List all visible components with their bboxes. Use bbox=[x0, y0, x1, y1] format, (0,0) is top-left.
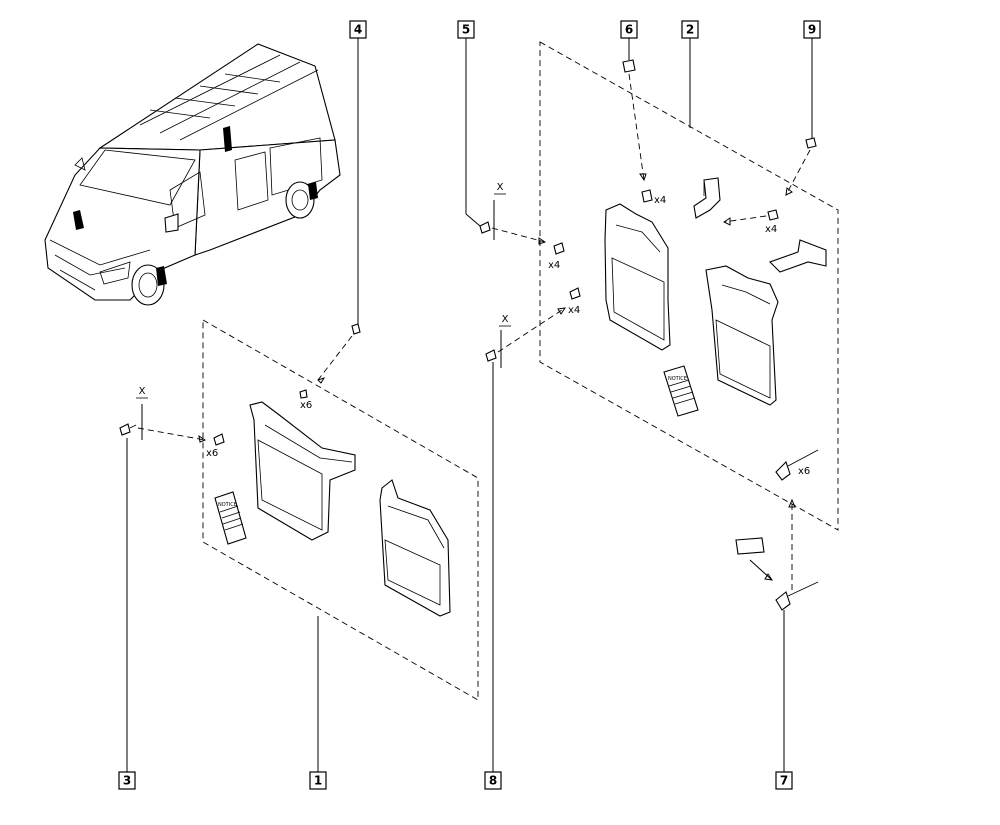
callout-6: 6 bbox=[620, 20, 638, 39]
front-screw-assembly: X bbox=[119, 386, 207, 443]
callout-label-6: 6 bbox=[625, 23, 633, 37]
rivet-part bbox=[775, 591, 791, 611]
callout-4: 4 bbox=[349, 20, 367, 39]
front-nut bbox=[317, 323, 361, 384]
front-screw-small bbox=[213, 433, 225, 446]
callout-leaders bbox=[126, 38, 813, 772]
callout-label-5: 5 bbox=[462, 23, 470, 37]
rear-mudflap-kit: x4 X x4 X x4 bbox=[479, 41, 839, 531]
rear-screw-lower-small bbox=[569, 287, 581, 300]
rear-mudflap-right bbox=[705, 265, 779, 406]
rear-screw-upper-assembly: X bbox=[479, 182, 547, 245]
callout-label-8: 8 bbox=[489, 774, 497, 788]
front-notice-label: NOTICE bbox=[218, 502, 237, 508]
rear-bracket-right bbox=[768, 239, 827, 273]
rear-clip bbox=[622, 59, 647, 182]
callout-7: 7 bbox=[775, 771, 793, 790]
rear-bracket-leader bbox=[723, 215, 767, 223]
rear-nuts-qty: x4 bbox=[765, 224, 777, 235]
rear-mudflap-left bbox=[604, 203, 671, 351]
callout-5: 5 bbox=[457, 20, 475, 39]
callout-2: 2 bbox=[681, 20, 699, 39]
front-kit-outline bbox=[202, 319, 479, 701]
screw-5-axis-label: X bbox=[497, 182, 504, 193]
front-mudflap-left bbox=[249, 401, 356, 541]
callout-label-3: 3 bbox=[123, 774, 131, 788]
rivets-qty: x6 bbox=[798, 466, 810, 477]
rivet-assembly bbox=[735, 498, 819, 611]
callout-label-1: 1 bbox=[314, 774, 322, 788]
screw-8-axis-label: X bbox=[502, 314, 509, 325]
front-nut-small bbox=[299, 389, 308, 399]
callout-9: 9 bbox=[803, 20, 821, 39]
rear-screw-lower-assembly: X bbox=[485, 307, 567, 368]
front-notice-booklet: NOTICE bbox=[214, 491, 247, 545]
rear-nut-small bbox=[767, 209, 779, 221]
rear-kit-rivet: x6 bbox=[775, 449, 819, 481]
callout-3: 3 bbox=[118, 771, 136, 790]
callout-1: 1 bbox=[309, 771, 327, 790]
rivet-adhesive-pad bbox=[735, 537, 765, 555]
rear-screws-upper-qty: x4 bbox=[548, 260, 560, 271]
callout-label-9: 9 bbox=[808, 23, 816, 37]
rear-bracket-upper bbox=[693, 177, 721, 219]
rear-notice-booklet: NOTICE bbox=[663, 365, 699, 417]
callout-label-4: 4 bbox=[354, 23, 362, 37]
front-screws-qty: x6 bbox=[206, 448, 218, 459]
rear-notice-label: NOTICE bbox=[668, 376, 687, 382]
rear-clips-qty: x4 bbox=[654, 195, 666, 206]
callout-label-7: 7 bbox=[780, 774, 788, 788]
rear-nut bbox=[785, 137, 817, 196]
screw-3-axis-label: X bbox=[139, 386, 146, 397]
front-nuts-qty: x6 bbox=[300, 400, 312, 411]
rear-screws-lower-qty: x4 bbox=[568, 305, 580, 316]
rear-clip-small bbox=[641, 189, 653, 203]
callout-8: 8 bbox=[484, 771, 502, 790]
van-illustration bbox=[44, 43, 341, 306]
front-mudflap-right bbox=[379, 479, 451, 617]
front-mudflap-kit: x6 X x6 NOTICE bbox=[119, 319, 479, 701]
callout-label-2: 2 bbox=[686, 23, 694, 37]
rear-screw-upper-small bbox=[553, 242, 565, 255]
rear-kit-outline bbox=[539, 41, 839, 531]
